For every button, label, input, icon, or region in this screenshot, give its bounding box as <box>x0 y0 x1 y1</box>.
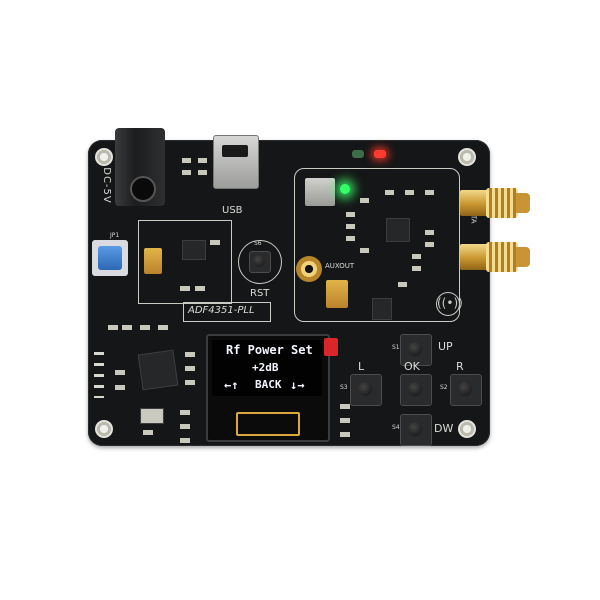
mounting-hole-top-left <box>95 148 113 166</box>
smd-component <box>108 325 118 330</box>
wireless-icon: ((•)) <box>436 292 463 316</box>
usb-label: USB <box>222 205 243 216</box>
button-right[interactable] <box>458 382 472 396</box>
dc-jack-socket <box>130 176 156 202</box>
smd-component <box>140 325 150 330</box>
smd-resistor <box>182 170 191 175</box>
mounting-hole-bottom-left <box>95 420 113 438</box>
mcu-chip <box>137 349 179 391</box>
smd-component <box>412 254 421 259</box>
smd-component <box>180 424 190 429</box>
reset-button[interactable] <box>253 255 265 267</box>
switch-label-s3: S3 <box>340 384 348 391</box>
tantalum-capacitor <box>144 248 162 274</box>
smd-capacitor <box>180 286 190 291</box>
smd-component <box>180 438 190 443</box>
auxout-sma-connector <box>296 256 322 282</box>
rf-section-outline <box>294 168 460 322</box>
smd-component <box>143 430 153 435</box>
smd-component <box>185 366 195 371</box>
oled-back: BACK <box>255 378 282 391</box>
smd-component <box>115 370 125 375</box>
jp1-label: JP1 <box>110 232 120 239</box>
mounting-hole-top-right <box>458 148 476 166</box>
smd-component <box>122 325 132 330</box>
outb-sma-connector <box>486 242 518 272</box>
smd-resistor <box>198 158 207 163</box>
smd-component <box>185 380 195 385</box>
oled-screen <box>212 340 322 396</box>
status-led-red <box>374 150 386 158</box>
auxout-label: AUXOUT <box>325 262 355 270</box>
smd-component <box>412 266 421 271</box>
switch-label-s2: S2 <box>440 384 448 391</box>
button-ok-label: OK <box>404 360 420 373</box>
smd-component <box>425 230 434 235</box>
smd-component <box>360 198 369 203</box>
outb-sma-tip <box>516 247 530 267</box>
regulator-chip <box>182 240 206 260</box>
model-label: ADF4351-PLL <box>188 305 255 316</box>
outa-sma-body <box>460 190 488 216</box>
smd-resistor <box>182 158 191 163</box>
smd-component <box>346 236 355 241</box>
outa-sma-connector <box>486 188 518 218</box>
model-label-outline <box>183 302 271 322</box>
rf-shield <box>305 178 335 206</box>
oled-value: +2dB <box>252 361 279 374</box>
rf-amplifier-chip <box>372 298 392 320</box>
reset-label: RST <box>250 288 270 299</box>
usb-port-opening <box>222 145 248 157</box>
pin-header <box>94 352 104 398</box>
smd-component <box>360 248 369 253</box>
usb-port <box>213 135 259 189</box>
smd-resistor <box>198 170 207 175</box>
reset-button-outline <box>238 240 282 284</box>
button-up[interactable] <box>408 342 422 356</box>
switch-label-s6: S6 <box>254 240 262 247</box>
switch-label-s1: S1 <box>392 344 400 351</box>
button-down[interactable] <box>408 422 422 436</box>
button-left-label: L <box>358 360 365 373</box>
smd-component <box>180 410 190 415</box>
smd-component <box>425 190 434 195</box>
smd-component <box>385 190 394 195</box>
rf-tantalum-capacitor <box>326 280 348 308</box>
oled-nav-left: ←↑ <box>224 378 239 392</box>
regulator-section-outline <box>138 220 232 304</box>
button-ok[interactable] <box>408 382 422 396</box>
mounting-hole-bottom-right <box>458 420 476 438</box>
smd-capacitor <box>195 286 205 291</box>
jp1-switch[interactable] <box>98 246 122 270</box>
smd-component <box>405 190 414 195</box>
oled-nav-right: ↓→ <box>290 378 305 392</box>
smd-component <box>340 432 350 437</box>
button-right-label: R <box>456 360 464 373</box>
button-up-label: UP <box>438 340 453 353</box>
oled-flex-cable <box>236 412 300 436</box>
oled-tab-red <box>324 338 338 356</box>
switch-label-s4: S4 <box>392 424 400 431</box>
smd-component <box>115 385 125 390</box>
oled-title: Rf Power Set <box>226 343 313 357</box>
power-label: DC-5V <box>100 167 112 204</box>
smd-component <box>346 224 355 229</box>
smd-component <box>158 325 168 330</box>
smd-component <box>340 404 350 409</box>
crystal <box>140 408 164 424</box>
smd-capacitor <box>210 240 220 245</box>
button-down-label: DW <box>434 422 454 435</box>
adf4351-chip <box>386 218 410 242</box>
status-led-green <box>352 150 364 158</box>
outa-sma-tip <box>516 193 530 213</box>
outb-sma-body <box>460 244 488 270</box>
button-left[interactable] <box>358 382 372 396</box>
smd-component <box>346 212 355 217</box>
smd-component <box>425 242 434 247</box>
smd-component <box>340 418 350 423</box>
lock-led-green <box>340 184 350 194</box>
smd-component <box>185 352 195 357</box>
smd-component <box>398 282 407 287</box>
